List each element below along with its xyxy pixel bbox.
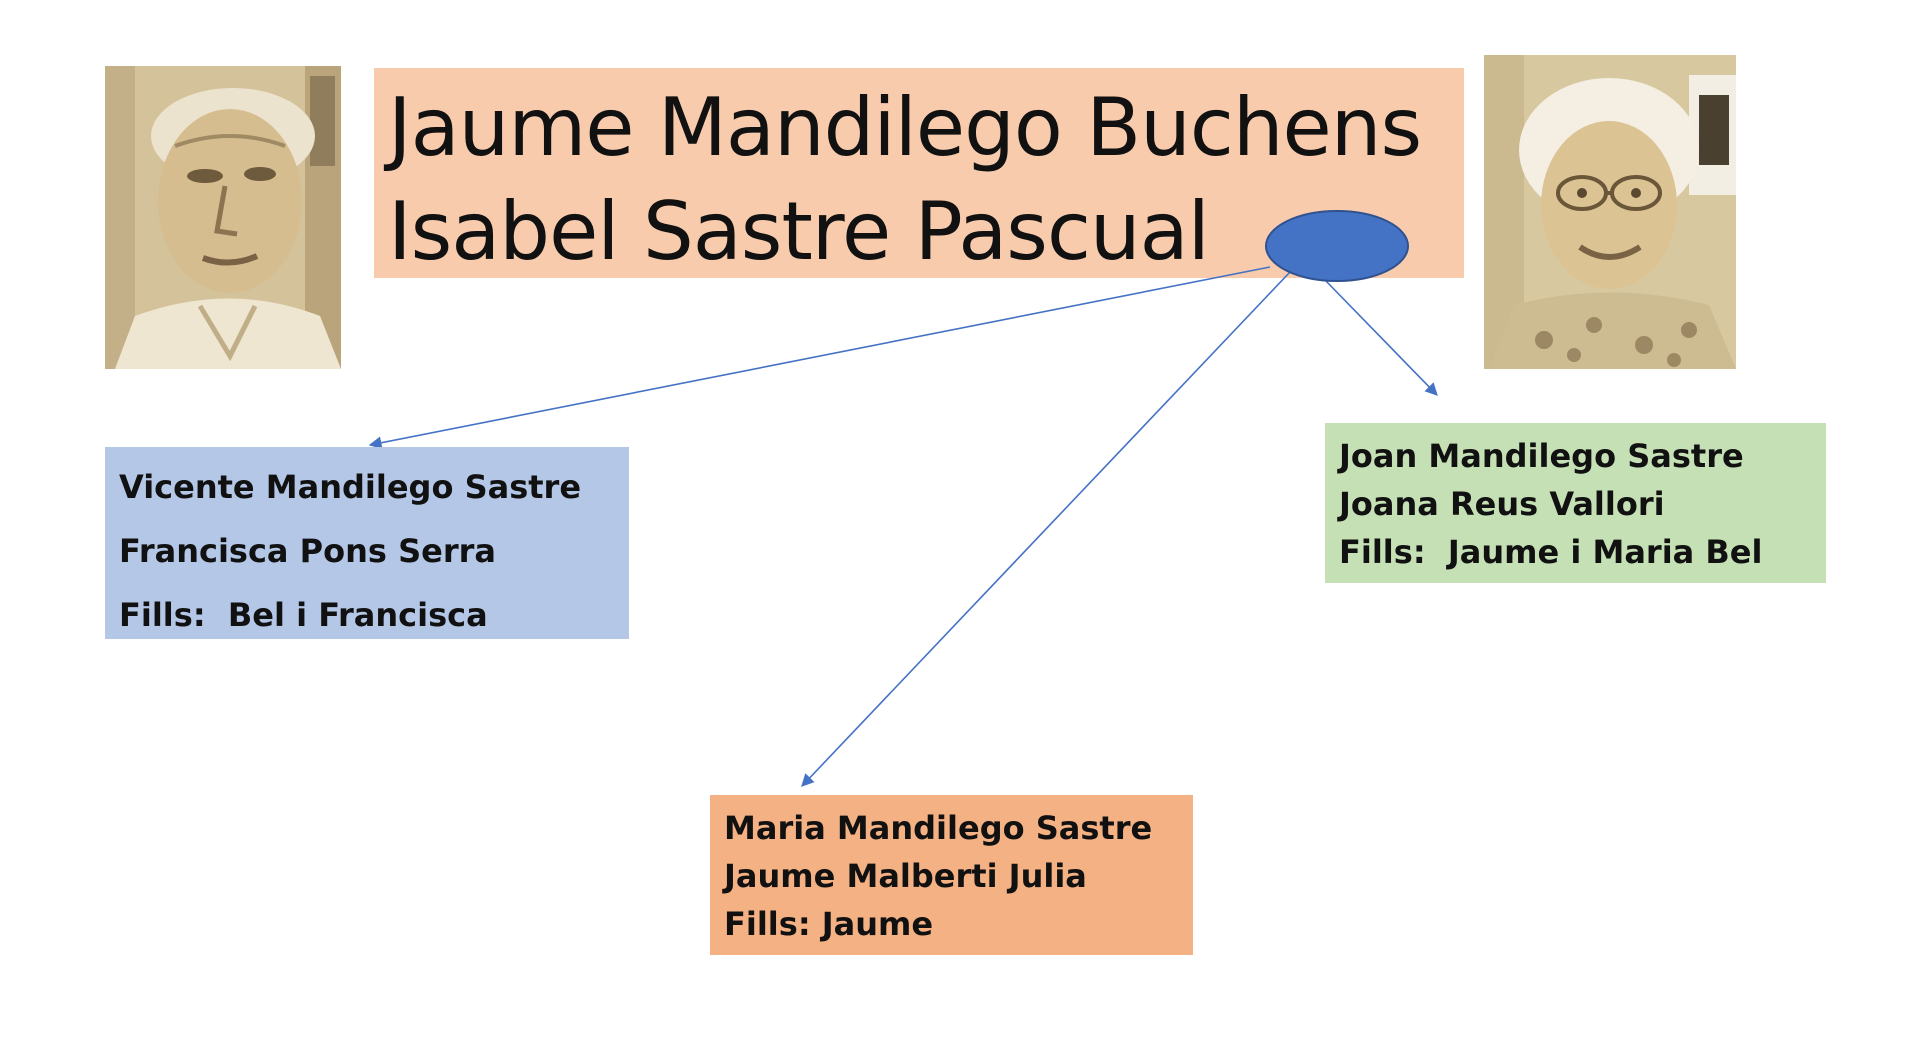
title-husband-name: Jaume Mandilego Buchens [388,81,1422,174]
portrait-photo-left [105,66,341,369]
family-box-joan: Joan Mandilego Sastre Joana Reus Vallori… [1325,423,1826,583]
arrow-to-maria [801,271,1291,787]
arrow-to-vicente [368,266,1271,450]
maria-name: Maria Mandilego Sastre [724,809,1153,847]
arrow-to-joan [1324,279,1438,396]
maria-children: Fills: Jaume [724,905,934,943]
portrait-man-image [105,66,341,369]
title-wife-name: Isabel Sastre Pascual [388,185,1210,278]
joan-spouse: Joana Reus Vallori [1339,485,1665,523]
family-box-vicente: Vicente Mandilego Sastre Francisca Pons … [105,447,629,639]
vicente-children: Fills: Bel i Francisca [119,596,488,634]
joan-children: Fills: Jaume i Maria Bel [1339,533,1763,571]
portrait-woman-image [1484,55,1736,369]
maria-spouse: Jaume Malberti Julia [724,857,1087,895]
couple-title-box: Jaume Mandilego Buchens Isabel Sastre Pa… [374,68,1464,278]
vicente-name: Vicente Mandilego Sastre [119,468,582,506]
joan-name: Joan Mandilego Sastre [1339,437,1744,475]
family-box-maria: Maria Mandilego Sastre Jaume Malberti Ju… [710,795,1193,955]
vicente-spouse: Francisca Pons Serra [119,532,496,570]
portrait-photo-right [1484,55,1736,369]
